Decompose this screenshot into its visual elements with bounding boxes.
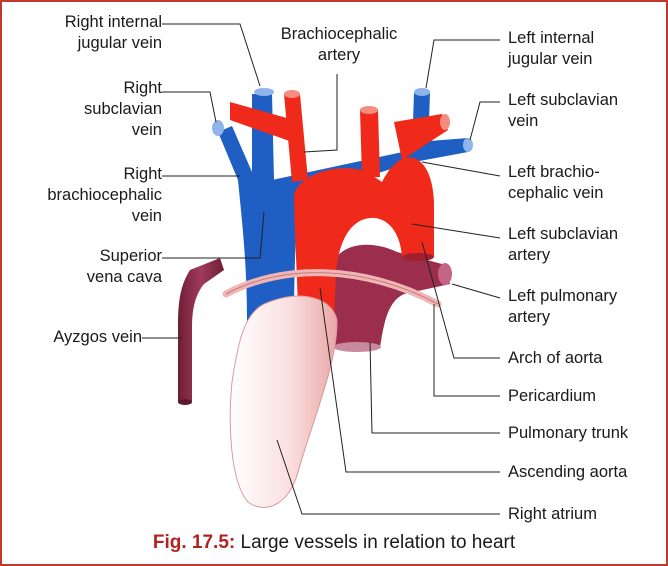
leader-pulmonary-trunk — [370, 342, 500, 433]
leader-right-internal-jugular — [162, 24, 260, 86]
label-left-brachiocephalic-vein: Left brachio-cephalic vein — [508, 162, 603, 204]
brachiocephalic-artery-end — [284, 90, 300, 98]
aortic-arch-end — [402, 253, 434, 261]
figure-caption-text: Large vessels in relation to heart — [241, 532, 516, 553]
label-pericardium: Pericardium — [508, 386, 596, 407]
right-subclavian-vein-end — [212, 120, 224, 136]
left-common-carotid-end — [360, 106, 378, 114]
pulmonary-trunk-end — [333, 342, 381, 352]
leader-brachiocephalic-artery — [304, 74, 337, 152]
label-ascending-aorta: Ascending aorta — [508, 462, 627, 483]
azygos-vein-end — [178, 399, 192, 405]
right-ij-vein-end — [254, 88, 274, 96]
label-ayzgos-vein: Ayzgos vein — [12, 327, 142, 348]
right-atrium — [230, 296, 337, 507]
leader-left-brachiocephalic-vein — [422, 162, 500, 176]
left-subclavian-artery-end — [440, 114, 450, 130]
figure-number: Fig. 17.5: — [153, 532, 235, 553]
left-ij-vein-end — [414, 88, 430, 96]
label-arch-of-aorta: Arch of aorta — [508, 348, 602, 369]
leader-right-subclavian-vein — [162, 92, 216, 122]
pulmonary-trunk — [331, 245, 450, 347]
leader-pericardium — [434, 304, 500, 396]
label-right-atrium: Right atrium — [508, 504, 597, 525]
figure-caption: Fig. 17.5: Large vessels in relation to … — [2, 532, 666, 554]
leader-left-pulmonary-artery — [452, 284, 500, 298]
left-pulmonary-artery-end — [438, 263, 452, 285]
left-common-carotid — [360, 110, 380, 177]
leader-left-subclavian-vein — [470, 102, 500, 140]
azygos-vein — [178, 258, 224, 402]
leader-left-internal-jugular — [426, 40, 500, 88]
label-pulmonary-trunk: Pulmonary trunk — [508, 423, 628, 444]
left-subclavian-vein-end — [463, 138, 473, 152]
leader-right-atrium — [277, 440, 500, 514]
